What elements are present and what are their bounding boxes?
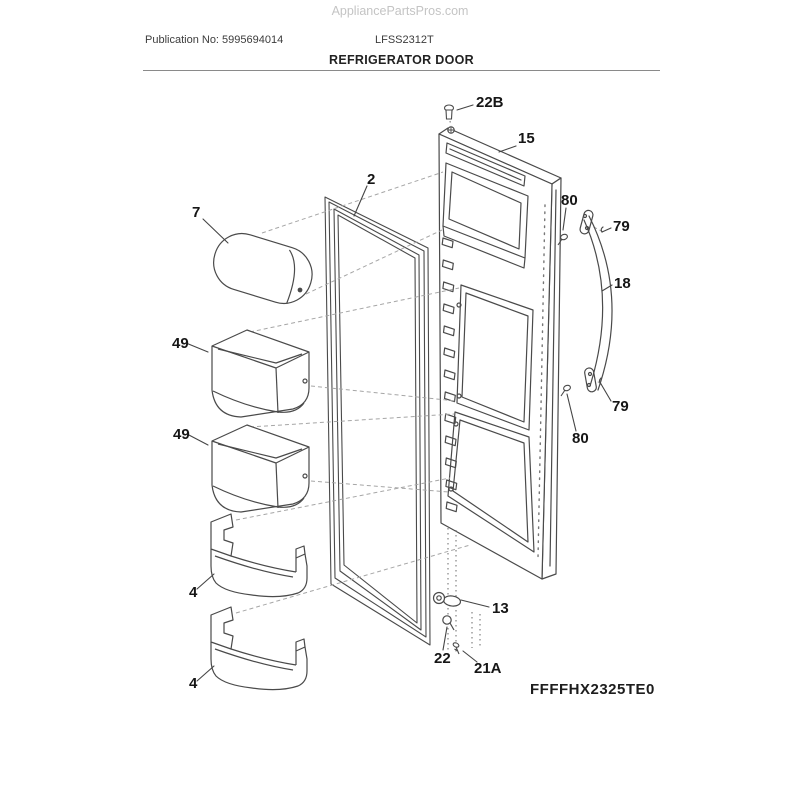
bottom-hinge-bracket-drawing bbox=[432, 591, 462, 607]
hinge-screw-drawing bbox=[452, 642, 460, 655]
door-panel-drawing bbox=[438, 126, 562, 580]
part-callout-18[interactable]: 18 bbox=[614, 275, 631, 292]
door-bin-upper-drawing bbox=[211, 329, 310, 418]
part-callout-13[interactable]: 13 bbox=[492, 600, 509, 617]
part-callout-49-lower[interactable]: 49 bbox=[173, 426, 190, 443]
part-callout-22B[interactable]: 22B bbox=[476, 94, 504, 111]
part-callout-80-bottom[interactable]: 80 bbox=[572, 430, 589, 447]
title-divider bbox=[143, 70, 660, 71]
part-callout-4-lower[interactable]: 4 bbox=[189, 675, 198, 692]
part-callout-79-bottom[interactable]: 79 bbox=[612, 398, 629, 415]
part-callout-22[interactable]: 22 bbox=[434, 650, 451, 667]
site-watermark: AppliancePartsPros.com bbox=[331, 4, 469, 18]
door-gasket-drawing bbox=[324, 196, 431, 646]
hinge-axis-dotted-lines bbox=[447, 120, 481, 652]
handle-clip-top-drawing bbox=[600, 226, 604, 233]
projection-lines bbox=[235, 171, 604, 614]
door-bin-lower-drawing bbox=[211, 424, 310, 513]
part-callout-49-upper[interactable]: 49 bbox=[172, 335, 189, 352]
part-callout-15[interactable]: 15 bbox=[518, 130, 535, 147]
top-hinge-screw-drawing bbox=[443, 104, 455, 120]
dairy-cover-drawing bbox=[213, 232, 313, 304]
publication-number: Publication No: 5995694014 bbox=[145, 34, 284, 46]
shelf-rail-lower-drawing bbox=[210, 606, 308, 691]
part-callout-7[interactable]: 7 bbox=[192, 204, 200, 221]
handle-clip-bottom-drawing bbox=[598, 377, 602, 385]
handle-screw-top-drawing bbox=[557, 233, 568, 246]
part-callout-2[interactable]: 2 bbox=[367, 171, 375, 188]
part-callout-21A[interactable]: 21A bbox=[474, 660, 502, 677]
shelf-rail-upper-drawing bbox=[210, 513, 308, 598]
diagram-title: REFRIGERATOR DOOR bbox=[329, 53, 474, 67]
model-number: LFSS2312T bbox=[375, 34, 434, 46]
part-callout-79-top[interactable]: 79 bbox=[613, 218, 630, 235]
hinge-grommet-drawing bbox=[442, 615, 455, 631]
door-handle-drawing bbox=[579, 209, 613, 393]
handle-screw-bottom-drawing bbox=[560, 384, 571, 397]
part-callout-4-upper[interactable]: 4 bbox=[189, 584, 198, 601]
diagram-code: FFFFHX2325TE0 bbox=[530, 681, 655, 698]
callout-pointer-lines bbox=[185, 104, 613, 682]
part-callout-80-top[interactable]: 80 bbox=[561, 192, 578, 209]
